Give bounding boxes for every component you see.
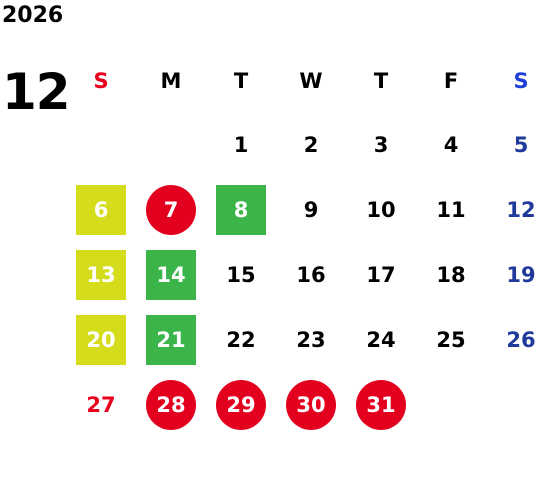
red-circle-marker: 30 xyxy=(286,379,336,430)
day-cell-20[interactable]: 20 xyxy=(66,307,136,372)
day-cell-15[interactable]: 15 xyxy=(206,242,276,307)
day-number: 17 xyxy=(366,262,396,287)
day-number: 24 xyxy=(366,327,396,352)
day-number: 27 xyxy=(86,392,116,417)
day-cell-2[interactable]: 2 xyxy=(276,112,346,177)
day-number: 2 xyxy=(303,132,319,157)
red-circle-marker: 29 xyxy=(216,379,266,430)
day-number: 12 xyxy=(506,197,536,222)
day-cell-29[interactable]: 29 xyxy=(206,372,276,437)
day-cell-27[interactable]: 27 xyxy=(66,372,136,437)
day-number: 3 xyxy=(373,132,389,157)
day-cell-28[interactable]: 28 xyxy=(136,372,206,437)
day-cell-10[interactable]: 10 xyxy=(346,177,416,242)
month-label: 12 xyxy=(2,63,71,121)
day-number: 15 xyxy=(226,262,256,287)
day-number: 10 xyxy=(366,197,396,222)
green-square-marker: 8 xyxy=(216,184,266,235)
weekday-header-5: F xyxy=(443,69,459,93)
day-number: 5 xyxy=(513,132,529,157)
day-cell-12[interactable]: 12 xyxy=(486,177,548,242)
day-cell-9[interactable]: 9 xyxy=(276,177,346,242)
yellow-square-marker: 13 xyxy=(76,249,126,300)
year-label: 2026 xyxy=(2,3,64,28)
day-cell-11[interactable]: 11 xyxy=(416,177,486,242)
day-number: 23 xyxy=(296,327,326,352)
day-number: 1 xyxy=(233,132,249,157)
day-number: 9 xyxy=(303,197,319,222)
day-cell-26[interactable]: 26 xyxy=(486,307,548,372)
day-cell-16[interactable]: 16 xyxy=(276,242,346,307)
day-cell-5[interactable]: 5 xyxy=(486,112,548,177)
day-cell-31[interactable]: 31 xyxy=(346,372,416,437)
day-number: 22 xyxy=(226,327,256,352)
day-cell-13[interactable]: 13 xyxy=(66,242,136,307)
day-cell-1[interactable]: 1 xyxy=(206,112,276,177)
red-circle-marker: 31 xyxy=(356,379,406,430)
weekday-header-3: W xyxy=(299,69,323,93)
day-cell-22[interactable]: 22 xyxy=(206,307,276,372)
red-circle-marker: 7 xyxy=(146,184,196,235)
weekday-header-1: M xyxy=(160,69,182,93)
day-number: 26 xyxy=(506,327,536,352)
day-cell-8[interactable]: 8 xyxy=(206,177,276,242)
day-number: 25 xyxy=(436,327,466,352)
yellow-square-marker: 20 xyxy=(76,314,126,365)
day-cell-4[interactable]: 4 xyxy=(416,112,486,177)
weekday-header-4: T xyxy=(373,69,389,93)
day-cell-7[interactable]: 7 xyxy=(136,177,206,242)
day-cell-19[interactable]: 19 xyxy=(486,242,548,307)
weekday-header-6: S xyxy=(513,69,529,93)
weekday-header-0: S xyxy=(93,69,109,93)
day-cell-6[interactable]: 6 xyxy=(66,177,136,242)
yellow-square-marker: 6 xyxy=(76,184,126,235)
red-circle-marker: 28 xyxy=(146,379,196,430)
day-number: 4 xyxy=(443,132,459,157)
day-cell-14[interactable]: 14 xyxy=(136,242,206,307)
day-number: 19 xyxy=(506,262,536,287)
day-cell-30[interactable]: 30 xyxy=(276,372,346,437)
day-number: 18 xyxy=(436,262,466,287)
day-cell-25[interactable]: 25 xyxy=(416,307,486,372)
day-cell-24[interactable]: 24 xyxy=(346,307,416,372)
day-number: 16 xyxy=(296,262,326,287)
day-cell-17[interactable]: 17 xyxy=(346,242,416,307)
green-square-marker: 21 xyxy=(146,314,196,365)
day-cell-3[interactable]: 3 xyxy=(346,112,416,177)
day-cell-18[interactable]: 18 xyxy=(416,242,486,307)
day-number: 11 xyxy=(436,197,466,222)
green-square-marker: 14 xyxy=(146,249,196,300)
day-cell-21[interactable]: 21 xyxy=(136,307,206,372)
day-cell-23[interactable]: 23 xyxy=(276,307,346,372)
weekday-header-2: T xyxy=(233,69,249,93)
